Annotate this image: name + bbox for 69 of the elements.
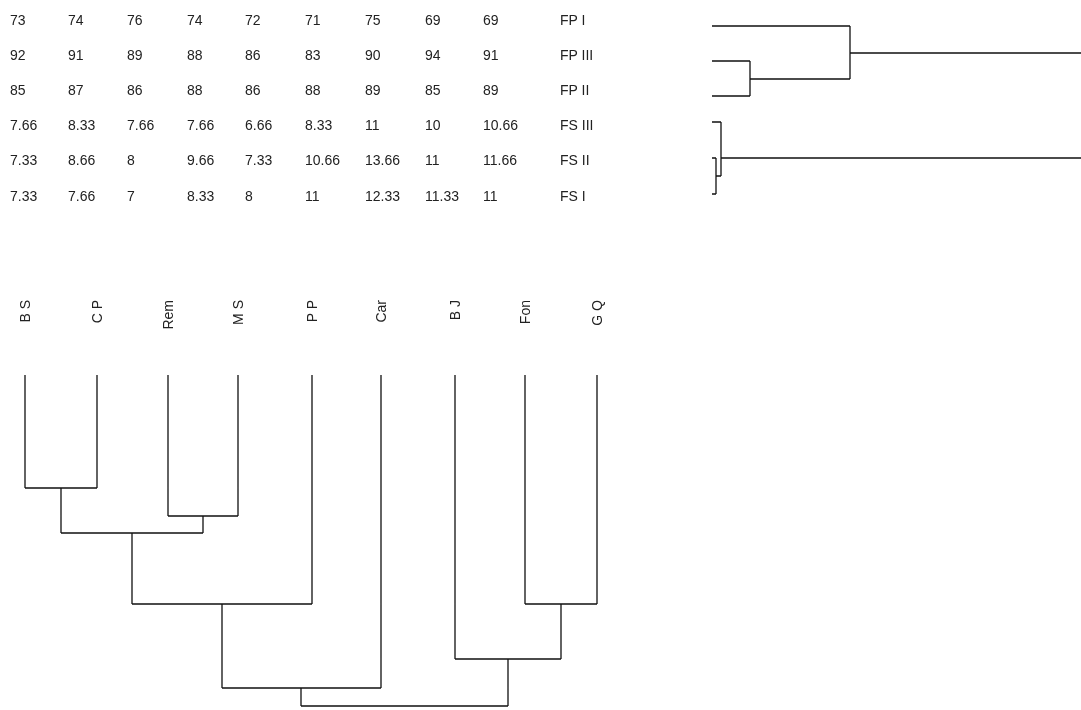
value-text: 7.66 — [68, 188, 96, 204]
value-text: 10.66 — [305, 152, 341, 168]
value-text: 11 — [365, 117, 380, 133]
value-text: 92 — [10, 47, 26, 63]
value-text: 88 — [187, 47, 203, 63]
value-text: 7.66 — [187, 117, 215, 133]
value-text: 7.66 — [127, 117, 155, 133]
column-label: B S — [17, 300, 33, 323]
value-text: 74 — [68, 12, 84, 28]
value-text: 8.66 — [68, 152, 96, 168]
row-label: FS III — [560, 117, 594, 133]
value-text: 74 — [187, 12, 203, 28]
value-text: 10.66 — [483, 117, 519, 133]
value-text: 87 — [68, 82, 84, 98]
row-label: FP III — [560, 47, 594, 63]
value-text: 13.66 — [365, 152, 401, 168]
value-text: 86 — [245, 47, 261, 63]
value-text: 11 — [305, 188, 320, 204]
value-text: 10 — [425, 117, 441, 133]
value-text: 11 — [483, 188, 498, 204]
value-text: 72 — [245, 12, 261, 28]
value-text: 11 — [425, 152, 440, 168]
value-text: 8 — [245, 188, 253, 204]
value-text: 86 — [245, 82, 261, 98]
value-text: 91 — [68, 47, 84, 63]
column-label: C P — [89, 300, 105, 324]
column-label: B J — [447, 300, 463, 321]
value-text: 89 — [365, 82, 381, 98]
value-text: 73 — [10, 12, 26, 28]
value-text: 75 — [365, 12, 381, 28]
value-text: 89 — [127, 47, 143, 63]
value-text: 8.33 — [68, 117, 96, 133]
value-text: 71 — [305, 12, 321, 28]
value-text: 69 — [483, 12, 499, 28]
value-text: 12.33 — [365, 188, 401, 204]
row-label: FS II — [560, 152, 590, 168]
value-text: 90 — [365, 47, 381, 63]
value-text: 7.33 — [245, 152, 273, 168]
value-text: 6.66 — [245, 117, 273, 133]
value-text: 85 — [10, 82, 26, 98]
value-text: 88 — [187, 82, 203, 98]
value-text: 83 — [305, 47, 321, 63]
value-text: 11.33 — [425, 188, 459, 204]
column-label: M S — [230, 300, 246, 325]
row-label: FS I — [560, 188, 586, 204]
value-text: 86 — [127, 82, 143, 98]
value-text: 85 — [425, 82, 441, 98]
value-text: 8 — [127, 152, 135, 168]
row-label: FP II — [560, 82, 590, 98]
value-text: 88 — [305, 82, 321, 98]
value-text: 89 — [483, 82, 499, 98]
column-label: P P — [304, 300, 320, 323]
row-label: FP I — [560, 12, 586, 28]
value-text: 7.66 — [10, 117, 38, 133]
value-text: 91 — [483, 47, 499, 63]
value-text: 7.33 — [10, 152, 38, 168]
value-text: 94 — [425, 47, 441, 63]
column-label: Car — [373, 300, 389, 323]
column-label: Fon — [517, 300, 533, 325]
value-text: 11.66 — [483, 152, 517, 168]
value-text: 8.33 — [305, 117, 333, 133]
value-text: 76 — [127, 12, 143, 28]
value-text: 9.66 — [187, 152, 215, 168]
value-text: 8.33 — [187, 188, 215, 204]
column-label: G Q — [589, 300, 605, 326]
value-text: 69 — [425, 12, 441, 28]
value-text: 7 — [127, 188, 135, 204]
column-label: Rem — [160, 300, 176, 330]
value-text: 7.33 — [10, 188, 38, 204]
